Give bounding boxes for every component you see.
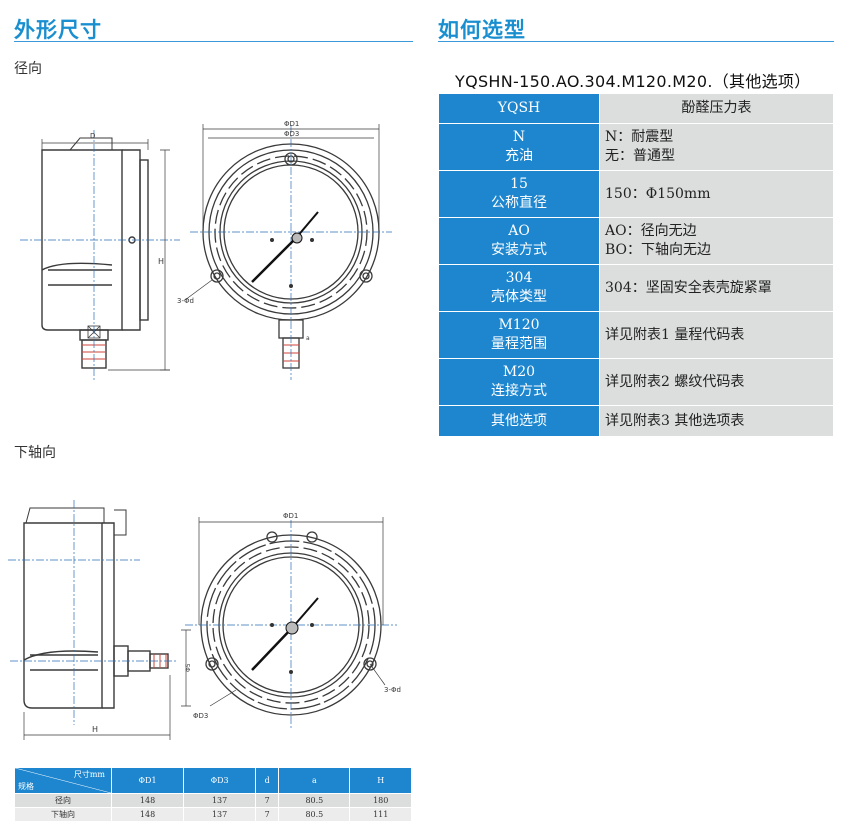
a-label: a (306, 335, 310, 342)
selection-row: 15 公称直径 150：Φ150mm (438, 170, 834, 218)
selection-code: N (512, 129, 526, 145)
d3-label: ΦD3 (284, 130, 299, 138)
corner-top: 尺寸mm (73, 770, 105, 779)
axial-side-view-drawing: H (8, 500, 178, 740)
model-code: YQSHN-150.AO.304.M120.M20.（其他选项） (455, 72, 811, 91)
selection-desc: BO：下轴向无边 (605, 242, 712, 258)
selection-code-cell: M20 连接方式 (438, 358, 600, 406)
selection-desc-cell: 详见附表1 量程代码表 (599, 311, 834, 359)
selection-desc: 304：坚固安全表壳旋紧罩 (605, 279, 772, 296)
selection-row: 304 壳体类型 304：坚固安全表壳旋紧罩 (438, 264, 834, 312)
selection-desc: 详见附表1 量程代码表 (605, 326, 745, 343)
selection-name: 充油 (505, 148, 533, 164)
radial-side-view-drawing: D H (20, 130, 180, 380)
selection-name: 量程范围 (491, 336, 547, 352)
selection-row: M120 量程范围 详见附表1 量程代码表 (438, 311, 834, 359)
selection-desc-cell: AO：径向无边 BO：下轴向无边 (599, 217, 834, 265)
d-label: D (90, 132, 95, 140)
selection-desc-cell: N：耐震型无：普通型 (599, 123, 834, 171)
selection-row: AO 安装方式 AO：径向无边 BO：下轴向无边 (438, 217, 834, 265)
selection-row: 其他选项 详见附表3 其他选项表 (438, 405, 834, 437)
selection-desc: 无：普通型 (605, 148, 675, 164)
selection-name: 安装方式 (491, 242, 547, 258)
selection-desc-cell: 304：坚固安全表壳旋紧罩 (599, 264, 834, 312)
section-rule (438, 41, 834, 42)
cell: 80.5 (278, 793, 351, 808)
d1-label: ΦD1 (284, 120, 299, 128)
header-d3: ΦD3 (183, 767, 257, 794)
selection-desc: 详见附表3 其他选项表 (605, 412, 745, 429)
selection-desc-cell: 酚醛压力表 (599, 93, 834, 124)
selection-row: YQSH 酚醛压力表 (438, 93, 834, 124)
header-a: a (278, 767, 351, 794)
hole-label: 3-Φd (177, 297, 194, 305)
axial-view-label: 下轴向 (14, 445, 56, 461)
header-h: H (349, 767, 412, 794)
selection-code: 15 (510, 176, 528, 192)
selection-code: AO (508, 223, 530, 239)
selection-code: M120 (498, 317, 540, 333)
cell: 180 (349, 793, 412, 808)
header-d1: ΦD1 (110, 767, 185, 794)
selection-code-cell: YQSH (438, 93, 600, 124)
selection-code: 其他选项 (491, 412, 547, 429)
d5-label: Φ5 (185, 663, 192, 672)
corner-header: 尺寸mm 规格 (14, 767, 112, 794)
selection-desc: N：耐震型 (605, 129, 674, 145)
selection-desc: 150：Φ150mm (605, 185, 711, 202)
selection-name: 连接方式 (491, 383, 547, 399)
radial-front-view-drawing: ΦD1 ΦD3 3-Φd a (177, 120, 392, 380)
corner-bottom: 规格 (18, 782, 34, 791)
cell: 148 (110, 793, 185, 808)
selection-code-cell: 304 壳体类型 (438, 264, 600, 312)
table-row: 径向 148 137 7 80.5 180 (14, 793, 412, 808)
selection-desc-cell: 详见附表2 螺纹代码表 (599, 358, 834, 406)
axial-front-view-drawing: ΦD1 ΦD3 Φ5 3-Φd (181, 512, 401, 730)
row-name: 下轴向 (14, 807, 112, 822)
selection-row: N 充油 N：耐震型无：普通型 (438, 123, 834, 171)
selection-desc: AO：径向无边 (605, 223, 697, 239)
selection-row: M20 连接方式 详见附表2 螺纹代码表 (438, 358, 834, 406)
selection-code-cell: 其他选项 (438, 405, 600, 437)
cell: 137 (183, 793, 257, 808)
cell: 137 (183, 807, 257, 822)
selection-code-cell: AO 安装方式 (438, 217, 600, 265)
selection-code: M20 (502, 364, 536, 380)
section-title-dimensions: 外形尺寸 (14, 18, 102, 42)
dimension-table: 尺寸mm 规格 ΦD1 ΦD3 d a H 径向 148 137 7 80.5 … (14, 767, 412, 822)
cell: 80.5 (278, 807, 351, 822)
selection-desc: 酚醛压力表 (681, 100, 752, 116)
cell: 148 (110, 807, 185, 822)
selection-name: 公称直径 (491, 195, 547, 211)
selection-code-cell: N 充油 (438, 123, 600, 171)
section-rule (14, 41, 413, 42)
selection-code-cell: 15 公称直径 (438, 170, 600, 218)
d1-label-axial: ΦD1 (283, 512, 298, 520)
hole-label-axial: 3-Φd (384, 686, 401, 694)
selection-desc-cell: 详见附表3 其他选项表 (599, 405, 834, 437)
selection-code: 304 (505, 270, 533, 286)
table-row: 下轴向 148 137 7 80.5 111 (14, 807, 412, 822)
selection-code: YQSH (497, 100, 541, 116)
h-label-axial: H (92, 725, 98, 734)
selection-code-cell: M120 量程范围 (438, 311, 600, 359)
d3-label-axial: ΦD3 (193, 712, 208, 720)
row-name: 径向 (14, 793, 112, 808)
cell: 7 (255, 793, 280, 808)
selection-name: 壳体类型 (491, 289, 547, 305)
cell: 7 (255, 807, 280, 822)
header-d: d (255, 767, 280, 794)
selection-desc-cell: 150：Φ150mm (599, 170, 834, 218)
radial-view-label: 径向 (14, 61, 42, 77)
h-label: H (158, 257, 164, 266)
selection-desc: 详见附表2 螺纹代码表 (605, 373, 745, 390)
cell: 111 (349, 807, 412, 822)
section-title-selection: 如何选型 (438, 18, 526, 42)
